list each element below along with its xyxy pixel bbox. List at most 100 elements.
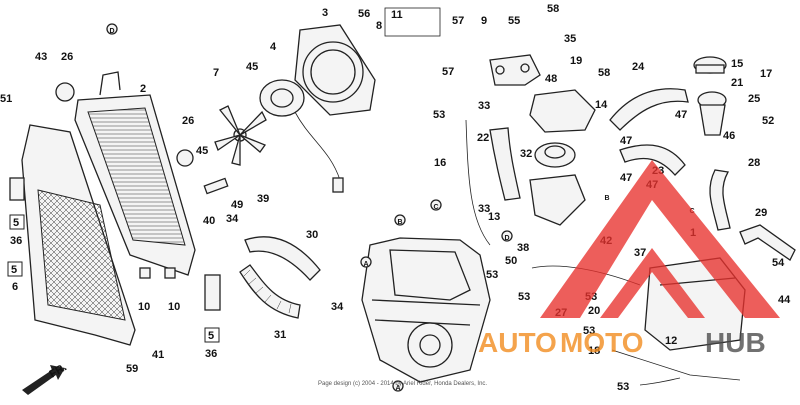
fan-motor [259, 79, 344, 193]
hose-30 [244, 236, 321, 281]
label-part-46: 46 [723, 130, 735, 142]
sensor-39 [203, 177, 229, 195]
label-part-43: 43 [35, 51, 47, 63]
label-part-54: 54 [772, 257, 785, 269]
label-part-53-f: 53 [617, 381, 629, 393]
watermark-hub: HUB [705, 327, 766, 358]
label-part-16: 16 [434, 157, 446, 169]
label-part-39: 39 [257, 193, 269, 205]
label-part-34-top: 34 [226, 213, 239, 225]
automotohub-watermark: AUTO MOTO HUB [478, 160, 780, 358]
label-part-31: 31 [274, 329, 286, 341]
label-part-11: 11 [391, 9, 403, 21]
hose-31-corrugated [239, 264, 301, 319]
water-outlet-14 [529, 89, 596, 133]
watermark-moto: MOTO [560, 327, 643, 358]
label-part-34-bottom: 34 [331, 301, 344, 313]
label-part-4: 4 [270, 41, 277, 53]
label-part-29: 29 [755, 207, 767, 219]
ref-markers [106, 23, 513, 392]
radiator-cushion-26b [176, 149, 194, 167]
label-part-20: 20 [588, 305, 600, 317]
siphon-tube-16 [465, 119, 491, 246]
label-part-53-c: 53 [518, 291, 530, 303]
cooling-fan [214, 105, 267, 166]
ref-b-label-engine: B [397, 219, 402, 226]
label-part-53-e: 53 [583, 325, 595, 337]
ref-d-label-tube: D [504, 235, 509, 242]
ref-d-label-top: D [109, 28, 114, 35]
label-part-44: 44 [778, 294, 791, 306]
radiator-cushion-26 [55, 82, 75, 102]
label-part-17: 17 [760, 68, 772, 80]
radiator [55, 71, 196, 279]
label-part-35: 35 [564, 33, 576, 45]
grille-clip-36-bottom [204, 274, 221, 311]
label-part-22: 22 [477, 132, 489, 144]
ref-a-label-hose: A [363, 261, 368, 268]
water-joint-19 [489, 54, 541, 86]
label-part-32: 32 [520, 148, 532, 160]
label-part-53-a: 53 [433, 109, 445, 121]
label-part-33-bottom: 33 [478, 203, 490, 215]
hose-24 [609, 88, 689, 131]
label-part-30: 30 [306, 229, 318, 241]
label-part-57-top: 57 [452, 15, 464, 27]
label-part-47-b: 47 [620, 135, 632, 147]
filler-neck [697, 91, 727, 136]
label-part-58-top: 58 [547, 3, 559, 15]
label-part-33-top: 33 [478, 100, 490, 112]
label-part-6: 6 [12, 281, 18, 293]
label-part-8: 8 [376, 20, 382, 32]
overflow-tube-18 [611, 349, 741, 381]
label-part-47-a: 47 [675, 109, 687, 121]
label-part-58-side: 58 [598, 67, 610, 79]
engine-block [361, 237, 491, 383]
label-part-55: 55 [508, 15, 520, 27]
grille-clip-36-top [9, 177, 25, 201]
label-part-10-left: 10 [138, 301, 150, 313]
label-part-12: 12 [665, 335, 677, 347]
label-part-47-c: 47 [620, 172, 632, 184]
label-part-10-right: 10 [168, 301, 180, 313]
front-direction-label: FR. [48, 361, 69, 380]
label-part-5-frame: 5 [11, 264, 17, 276]
label-part-18: 18 [588, 345, 600, 357]
label-part-28: 28 [748, 157, 760, 169]
label-part-2: 2 [140, 83, 146, 95]
part-number-labels: 1 2 3 4 5 5 5 6 7 8 9 10 10 11 12 13 14 … [0, 3, 791, 393]
hose-29 [739, 224, 796, 261]
label-part-9: 9 [481, 15, 487, 27]
label-part-26-side: 26 [182, 115, 194, 127]
hose-22 [489, 127, 521, 201]
label-part-49: 49 [231, 199, 243, 211]
label-part-50: 50 [505, 255, 517, 267]
hose-28 [709, 169, 731, 231]
label-part-36-clip: 36 [205, 348, 217, 360]
watermark-auto: AUTO [478, 327, 557, 358]
label-part-14: 14 [595, 99, 608, 111]
label-part-37: 37 [634, 247, 646, 259]
hose-23 [619, 144, 686, 176]
radiator-grille [9, 124, 136, 346]
label-part-38: 38 [517, 242, 529, 254]
label-part-40: 40 [203, 215, 215, 227]
label-part-13: 13 [488, 211, 500, 223]
label-part-5-grille: 5 [13, 217, 19, 229]
label-part-15: 15 [731, 58, 743, 70]
label-part-7: 7 [213, 67, 219, 79]
label-part-19: 19 [570, 55, 582, 67]
ref-b-label-hose: B [604, 195, 609, 202]
label-part-21: 21 [731, 77, 743, 89]
label-part-3: 3 [322, 7, 328, 19]
label-part-26-top: 26 [61, 51, 73, 63]
label-part-5-clip: 5 [208, 330, 214, 342]
label-part-59: 59 [126, 363, 138, 375]
front-direction-arrow: FR. [22, 361, 69, 395]
label-part-48: 48 [545, 73, 557, 85]
thermostat-housing [529, 142, 586, 226]
fan-shroud [294, 24, 376, 116]
label-part-25: 25 [748, 93, 760, 105]
label-part-57-side: 57 [442, 66, 454, 78]
